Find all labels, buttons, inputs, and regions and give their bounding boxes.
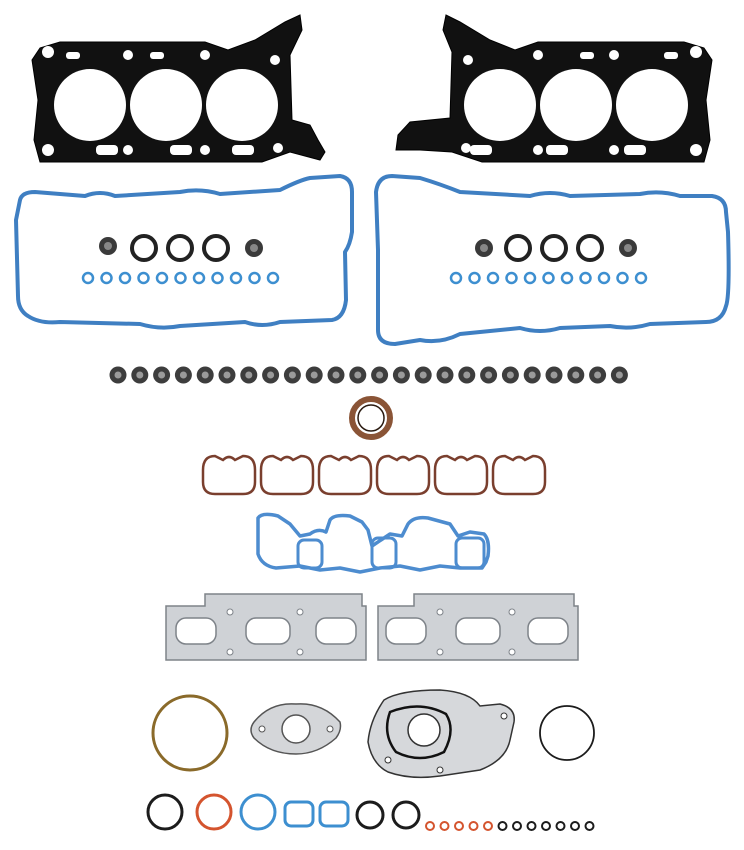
grommet: [542, 271, 555, 285]
intake-gasket: [259, 454, 315, 496]
grommet: [505, 271, 518, 285]
o-ring-black-1: [146, 793, 184, 831]
grommets-right: [449, 271, 648, 285]
tube-seals-right: [475, 234, 637, 262]
grommet: [449, 271, 463, 285]
o-ring-blue: [239, 793, 277, 831]
tiny-o-ring: [541, 821, 551, 831]
valve-stem-seals: [109, 366, 628, 384]
tiny-o-rings: [425, 821, 595, 831]
grommet: [81, 271, 95, 285]
grommet: [616, 271, 629, 285]
tiny-o-ring: [468, 821, 479, 831]
intake-gasket: [433, 454, 489, 496]
o-ring-black-3: [391, 800, 421, 830]
grommet: [100, 271, 113, 285]
tiny-o-ring: [526, 821, 537, 831]
tiny-o-ring: [425, 821, 435, 831]
intake-gasket: [317, 454, 373, 496]
tiny-o-ring: [555, 821, 566, 831]
water-pump-gasket: [367, 689, 515, 779]
intake-gasket: [491, 454, 547, 496]
valve-cover-gasket-left: [14, 174, 354, 330]
grommet: [579, 271, 592, 285]
o-ring-orange: [195, 793, 233, 831]
grommets-left: [81, 271, 280, 285]
grommet: [560, 271, 574, 285]
grommet: [634, 271, 648, 285]
grommet: [523, 271, 537, 285]
grommet: [137, 271, 150, 285]
tiny-o-ring: [512, 821, 522, 831]
grommet: [229, 271, 243, 285]
crankshaft-seal: [349, 396, 393, 440]
grommet: [174, 271, 187, 285]
tiny-o-ring: [454, 821, 464, 831]
upper-intake-gaskets: [201, 454, 547, 496]
grommet: [266, 271, 280, 285]
intake-gasket: [201, 454, 257, 496]
lower-intake-gasket: [256, 512, 491, 574]
square-seal-blue-1: [283, 800, 315, 828]
valve-cover-gasket-right: [374, 174, 731, 346]
large-o-ring-brown: [151, 694, 229, 772]
tiny-o-ring: [439, 821, 450, 831]
o-ring-black-2: [355, 800, 385, 830]
exhaust-gasket-right: [377, 593, 579, 661]
intake-gasket: [375, 454, 431, 496]
tiny-o-ring: [584, 821, 595, 831]
tiny-o-ring: [483, 821, 493, 831]
tiny-o-ring: [497, 821, 508, 831]
tube-seals-left: [99, 234, 263, 262]
tiny-o-ring: [570, 821, 580, 831]
grommet: [486, 271, 500, 285]
grommet: [248, 271, 261, 285]
exhaust-gasket-left: [165, 593, 367, 661]
grommet: [192, 271, 206, 285]
grommet: [118, 271, 132, 285]
grommet: [211, 271, 224, 285]
grommet: [468, 271, 481, 285]
head-gasket-right: [395, 14, 713, 163]
square-seal-blue-2: [318, 800, 350, 828]
large-o-ring-black: [539, 705, 595, 761]
grommet: [597, 271, 611, 285]
head-gasket-left: [31, 14, 326, 163]
grommet: [155, 271, 169, 285]
egr-gasket: [250, 703, 342, 755]
